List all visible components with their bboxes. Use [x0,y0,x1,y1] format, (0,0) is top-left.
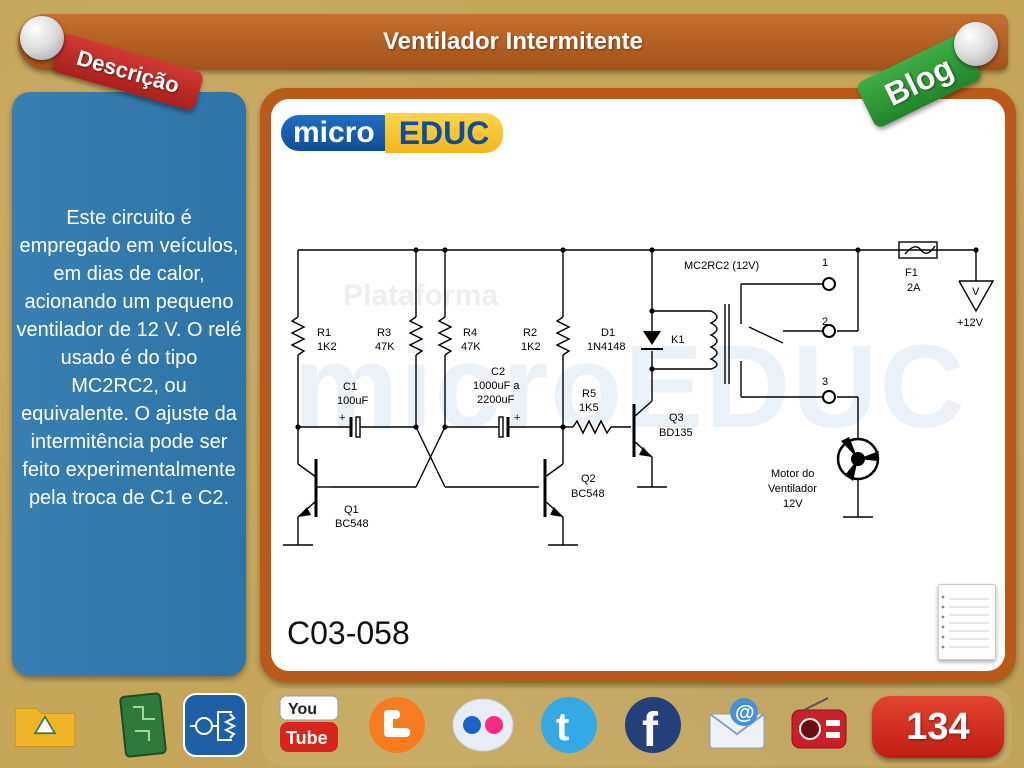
value-r2: 1K2 [521,341,541,353]
logo-educ: EDUC [384,113,504,153]
label-q2: Q2 [581,473,596,485]
svg-text:@: @ [735,702,755,724]
page-title: Ventilador Intermitente [382,28,644,55]
radio-icon[interactable] [786,690,852,760]
label-r1: R1 [317,327,331,339]
page-number-badge: 134 [872,696,1004,758]
value-r4: 47K [461,341,481,353]
description-text: Este circuito é empregado em veículos, e… [16,207,242,509]
label-motor-line3: 12V [783,498,803,510]
value-r3: 47K [375,341,395,353]
label-r5: R5 [582,388,596,400]
label-fuse: F1 [905,267,918,279]
label-c1: C1 [343,381,357,393]
email-icon[interactable]: @ [704,690,770,760]
label-r2: R2 [523,327,537,339]
value-c1: 100uF [337,395,368,407]
circuit-code: C03-058 [287,615,410,651]
logo-micro: micro [281,115,385,151]
label-r3: R3 [377,327,391,339]
label-q1: Q1 [344,504,359,516]
value-d1: 1N4148 [587,341,626,353]
svg-text:f: f [642,704,659,757]
youtube-icon[interactable]: You Tube [276,690,342,760]
value-q2: BC548 [571,488,605,500]
value-r1: 1K2 [317,341,337,353]
description-panel: Este circuito é empregado em veículos, e… [12,92,246,676]
label-c2: C2 [491,366,505,378]
google-drive-icon[interactable] [12,690,78,760]
svg-text:t: t [556,705,569,749]
label-pin2: 2 [822,316,828,328]
value-q1: BC548 [335,518,369,530]
notes-icon[interactable] [938,584,996,660]
label-k1: K1 [671,334,684,346]
circuit-board-icon[interactable] [110,690,176,760]
value-c2-line1: 1000uF a [473,380,520,392]
blogger-icon[interactable] [364,690,430,760]
value-c2-line2: 2200uF [477,394,515,406]
flickr-icon[interactable] [450,690,516,760]
label-d1: D1 [601,327,615,339]
pushpin-left-icon [20,16,64,60]
facebook-icon[interactable]: f [620,690,686,760]
svg-text:Tube: Tube [286,728,328,748]
label-supply-v: V [972,286,980,298]
title-bar: Ventilador Intermitente [18,14,1008,70]
label-q3: Q3 [669,412,684,424]
watermark-text: Plataforma [343,279,499,312]
content-frame: Plataforma microEDUC micro EDUC [260,88,1016,682]
value-q3: BD135 [659,427,693,439]
label-motor-line2: Ventilador [768,483,817,495]
microeduc-logo: micro EDUC [281,113,517,153]
polarity-c1: + [339,412,345,424]
label-motor-line1: Motor do [771,468,814,480]
label-supply: +12V [957,317,984,329]
label-pin1: 1 [822,257,828,269]
svg-text:You: You [288,701,317,718]
value-fuse: 2A [907,282,921,294]
watermark-logo: microEDUC [293,321,967,453]
circuit-schematic: R1 1K2 R3 47K R4 47K R2 1K2 D1 1N4148 C1… [283,241,995,546]
schematic-app-icon[interactable] [182,690,248,760]
content-panel: Plataforma microEDUC micro EDUC [271,99,1005,671]
value-r5: 1K5 [579,402,599,414]
polarity-c2: + [514,412,520,424]
label-relay: MC2RC2 (12V) [684,260,759,272]
motor-fan-icon [836,437,880,481]
twitter-icon[interactable]: t [536,690,602,760]
label-pin3: 3 [822,376,828,388]
pushpin-right-icon [954,22,998,66]
label-r4: R4 [463,327,477,339]
